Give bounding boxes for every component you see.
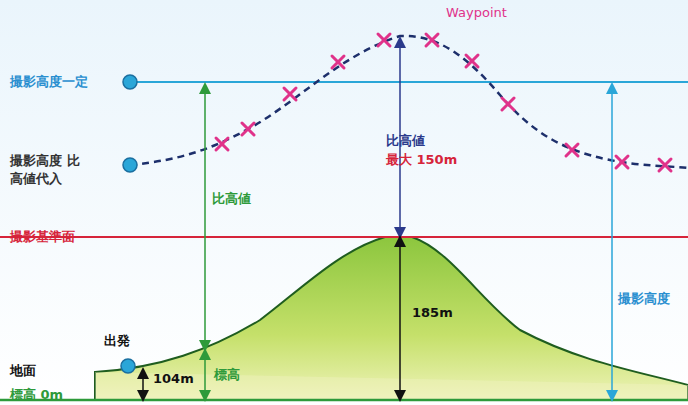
waypoint-mark (659, 159, 671, 171)
start-label: 出発 (104, 332, 130, 350)
dimension-label: 185m (412, 304, 453, 322)
waypoint-mark (284, 88, 296, 100)
ground-label: 地面 (10, 362, 36, 380)
waypoint-mark (332, 56, 344, 68)
waypoint-mark (378, 34, 390, 46)
waypoint-mark (426, 34, 438, 46)
waypoint-mark (284, 88, 296, 100)
dimension-label: 104m (153, 370, 194, 388)
waypoint-mark (502, 98, 514, 110)
elevation-label: 標高 0m (10, 386, 63, 404)
waypoint-mark (332, 56, 344, 68)
waypoint-mark (466, 55, 478, 67)
waypoint-mark (216, 138, 228, 150)
waypoint-mark (378, 34, 390, 46)
waypoint-mark (242, 123, 254, 135)
height-label: 比高値 (386, 132, 425, 150)
altitude-label: 撮影高度 (618, 290, 670, 308)
altitude-label: 撮影高度 比高値代入 (10, 152, 84, 187)
elevation-label: 標高 (214, 366, 240, 384)
waypoint-mark (566, 144, 578, 156)
waypoint-mark (466, 55, 478, 67)
waypoint-mark (242, 123, 254, 135)
waypoint-mark (616, 156, 628, 168)
waypoint-label: Waypoint (446, 4, 507, 22)
waypoint-mark (659, 159, 671, 171)
altitude-label: 撮影高度一定 (10, 73, 88, 91)
waypoint-mark (216, 138, 228, 150)
waypoint-mark (502, 98, 514, 110)
waypoint-mark (426, 34, 438, 46)
reference-label: 撮影基準面 (10, 228, 75, 246)
height-label: 比高値 (212, 190, 251, 208)
waypoint-mark (616, 156, 628, 168)
dimension-label: 最大 150m (386, 151, 457, 169)
waypoint-mark (566, 144, 578, 156)
